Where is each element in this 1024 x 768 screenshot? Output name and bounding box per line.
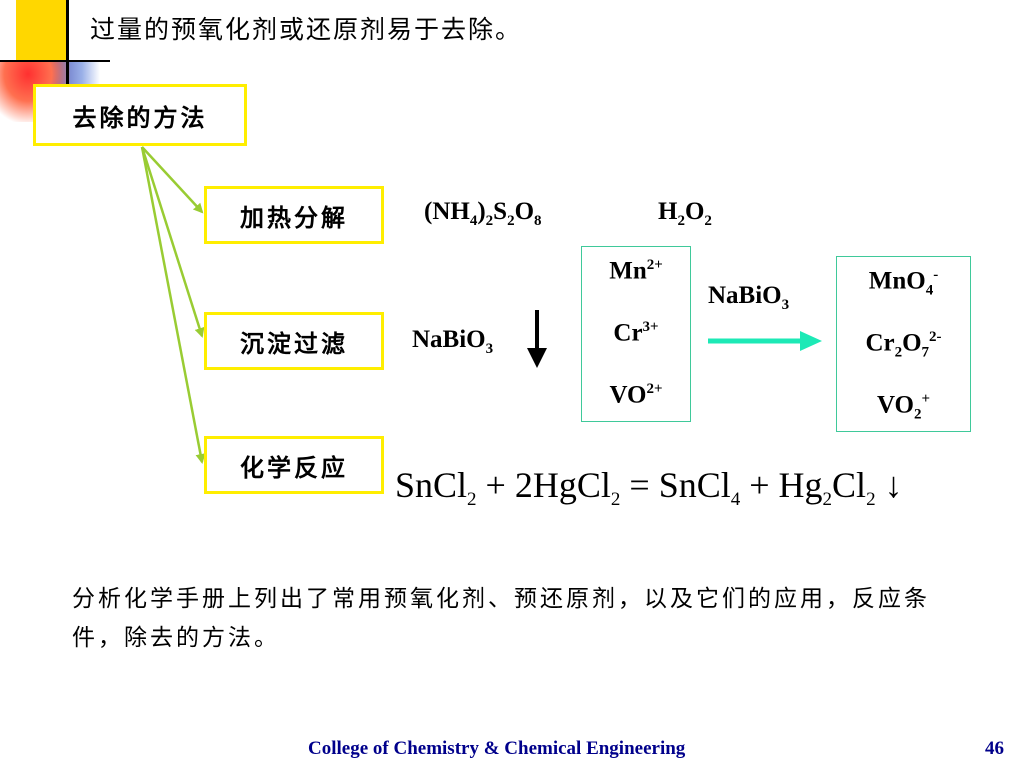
method-precipitation-filtration-box: 沉淀过滤 — [204, 312, 384, 370]
ion-mno4: MnO4- — [868, 267, 939, 299]
footer-college: College of Chemistry & Chemical Engineer… — [308, 738, 686, 759]
decor-yellow-block — [16, 0, 66, 62]
formula-nabio3-oxidant: NaBiO3 — [708, 282, 790, 313]
slide-title: 过量的预氧化剂或还原剂易于去除。 — [90, 15, 523, 44]
ion-cr3: Cr3+ — [613, 319, 659, 347]
method-chemical-reaction-box: 化学反应 — [204, 436, 384, 494]
equation-sncl2-hgcl2: SnCl2 + 2HgCl2 = SnCl4 + Hg2Cl2 ↓ — [395, 465, 903, 511]
decor-vertical-line — [66, 0, 69, 128]
oxidized-ions-box: MnO4- Cr2O72- VO2+ — [836, 256, 971, 432]
formula-nabio3-precipitant: NaBiO3 — [412, 326, 494, 357]
summary-text: 分析化学手册上列出了常用预氧化剂、预还原剂，以及它们的应用，反应条件，除去的方法… — [72, 586, 930, 651]
oxidation-right-arrow — [708, 331, 822, 351]
decor-horizontal-line — [0, 60, 110, 62]
precipitate-down-arrow — [527, 310, 547, 368]
ion-mn2: Mn2+ — [609, 257, 663, 285]
branch-arrow-reaction — [140, 146, 206, 464]
ion-vo2-plus: VO2+ — [876, 391, 931, 423]
ion-cr2o7: Cr2O72- — [865, 329, 942, 361]
branch-arrow-heat — [141, 146, 204, 214]
ion-vo2: VO2+ — [609, 381, 663, 409]
reduced-ions-box: Mn2+ Cr3+ VO2+ — [581, 246, 691, 422]
branch-arrow-precip — [140, 146, 205, 338]
page-number: 46 — [985, 738, 1004, 759]
method-heat-decomposition-box: 加热分解 — [204, 186, 384, 244]
formula-hydrogen-peroxide: H2O2 — [658, 198, 712, 229]
methods-heading-box: 去除的方法 — [33, 84, 247, 146]
formula-ammonium-persulfate: (NH4)2S2O8 — [424, 198, 542, 229]
